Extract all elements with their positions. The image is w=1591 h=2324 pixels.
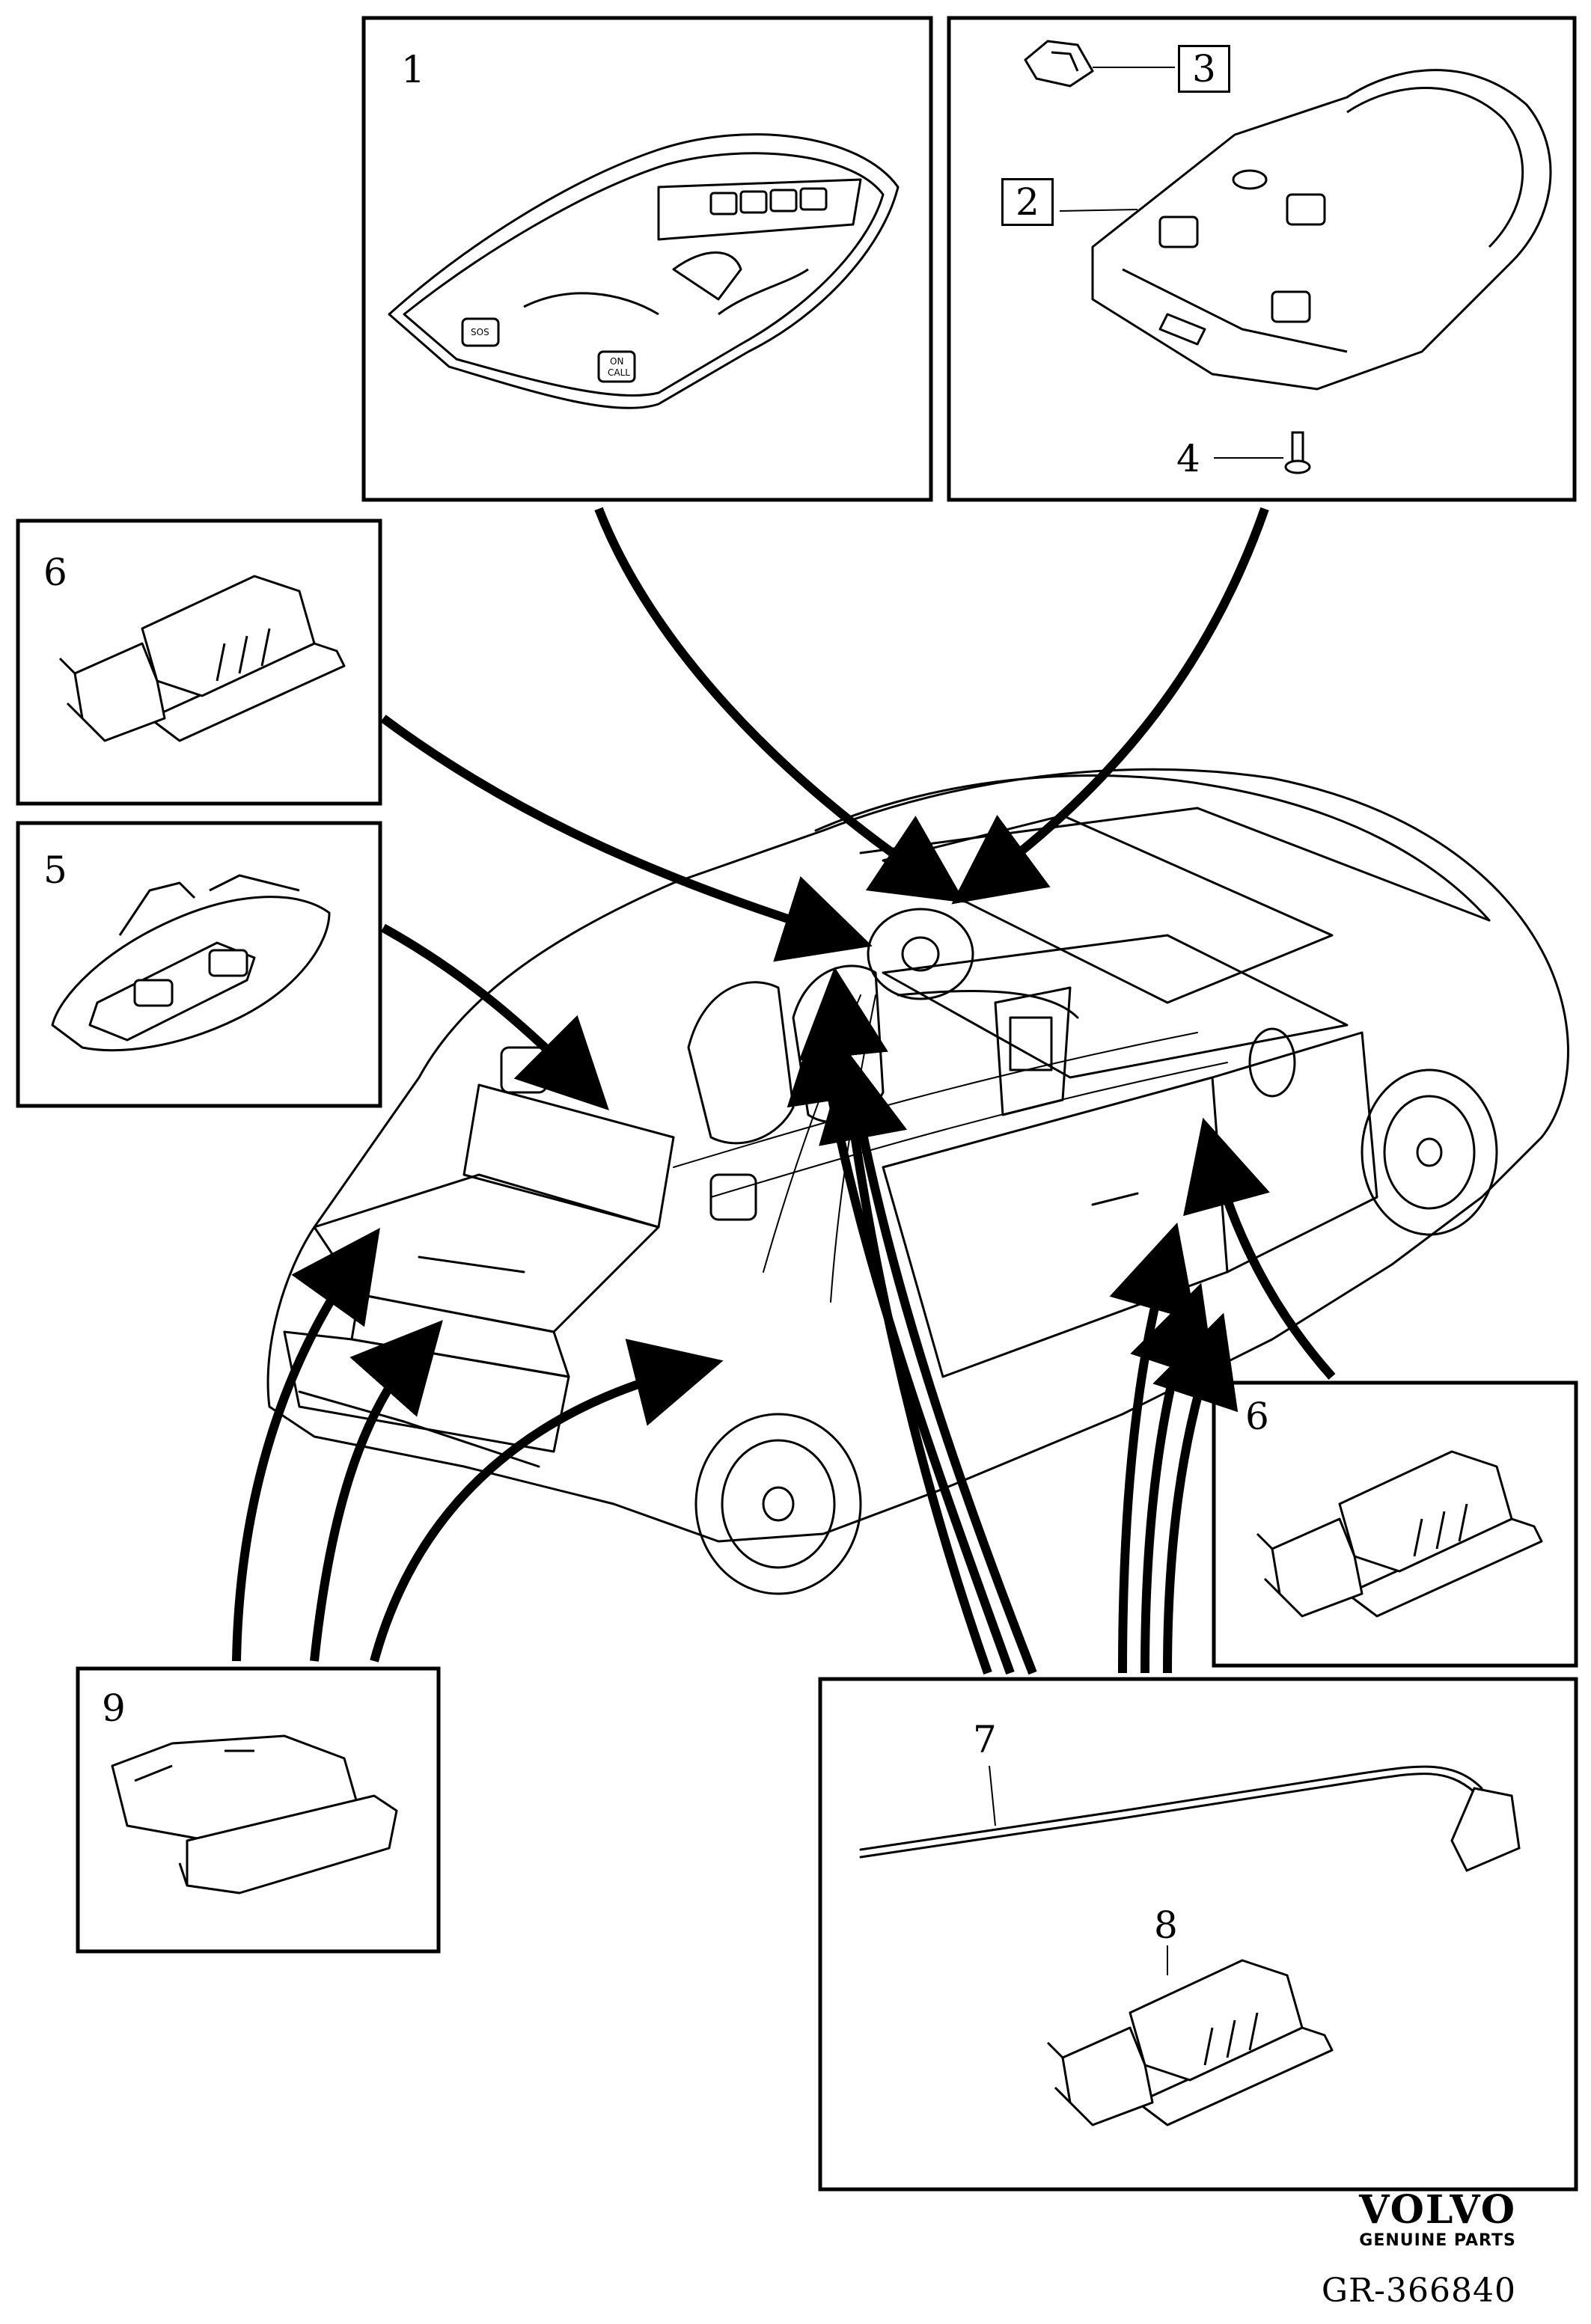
callout-8: 8	[1154, 1903, 1178, 1947]
on-call-label-line1: ON	[610, 356, 623, 367]
clip-part-3	[1024, 40, 1094, 88]
callout-1: 1	[401, 48, 425, 91]
brand-tagline: GENUINE PARTS	[1359, 2231, 1516, 2250]
arrow-5	[381, 923, 609, 1110]
diagram-code: GR-366840	[1321, 2272, 1516, 2310]
brand-name: VOLVO	[1359, 2187, 1516, 2233]
courtesy-lamp-part-6a	[58, 575, 346, 742]
callout-7: 7	[973, 1718, 997, 1761]
reading-lamp-part-5	[51, 874, 331, 1052]
arrow-9b	[310, 1320, 443, 1662]
arrow-7c	[819, 1049, 1037, 1675]
callout-9: 9	[102, 1687, 126, 1730]
arrow-9a	[232, 1227, 380, 1662]
callout-5: 5	[43, 848, 67, 892]
on-call-label-line2: CALL	[608, 367, 630, 378]
courtesy-lamp-part-8	[1046, 1959, 1334, 2126]
callout-6-right: 6	[1245, 1395, 1269, 1438]
callout-4: 4	[1176, 437, 1200, 480]
overhead-console-part-1	[388, 133, 900, 409]
wiring-harness-part-7	[859, 1765, 1521, 1872]
screw-part-4	[1284, 431, 1311, 474]
callout-3: 3	[1178, 45, 1230, 93]
arrow-6b	[1183, 1117, 1336, 1380]
glovebox-lamp-part-9	[111, 1734, 398, 1895]
leader-line-7	[989, 1765, 996, 1826]
volvo-genuine-parts-logo: VOLVO GENUINE PARTS	[1359, 2187, 1516, 2251]
callout-6-top-left: 6	[43, 551, 67, 594]
courtesy-lamp-part-6b	[1256, 1450, 1543, 1618]
panel-78-frame	[818, 1677, 1578, 2192]
location-arrows	[232, 507, 1336, 1675]
leader-lines-top	[1059, 67, 1283, 459]
arrow-1	[594, 507, 965, 903]
arrow-9c	[370, 1339, 724, 1663]
arrow-8c	[1152, 1312, 1239, 1674]
bracket-part-2	[1091, 69, 1552, 391]
arrow-6a	[380, 715, 873, 962]
sos-button-label: SOS	[471, 327, 489, 337]
arrow-2	[951, 507, 1269, 905]
callout-2: 2	[1001, 178, 1054, 226]
